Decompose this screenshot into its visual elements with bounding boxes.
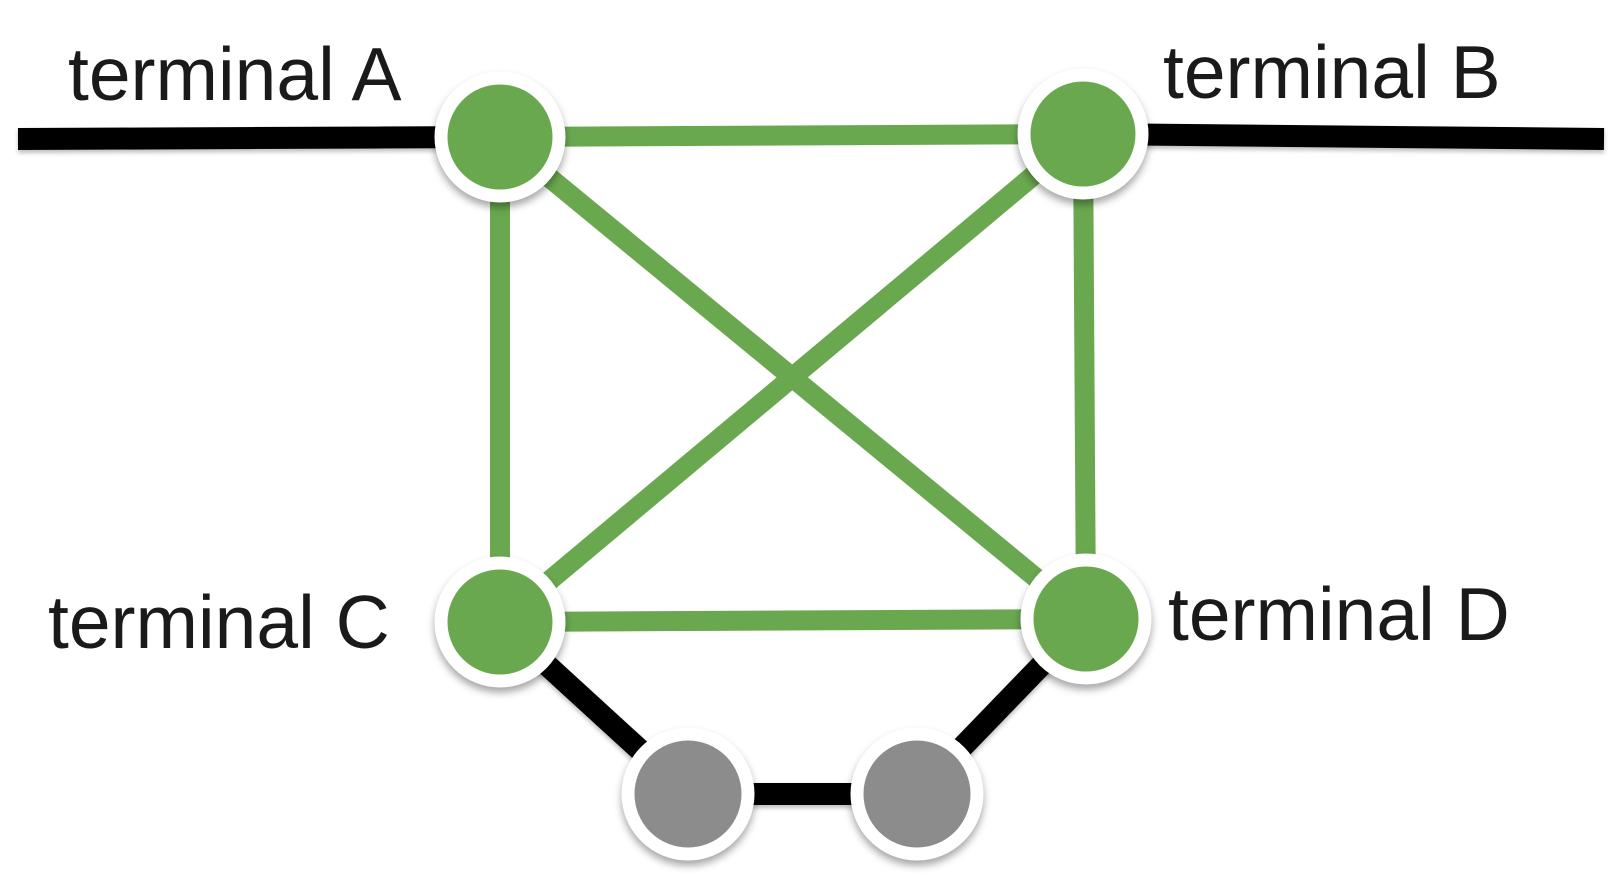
node-terminal-a bbox=[434, 71, 566, 203]
edge-a-b bbox=[499, 124, 1084, 147]
node-terminal-c bbox=[434, 556, 566, 688]
node-terminal-b bbox=[1017, 68, 1149, 200]
node-relay-1 bbox=[621, 727, 755, 861]
nodes-layer bbox=[434, 68, 1152, 861]
edge-b-c bbox=[493, 126, 1090, 630]
edges-layer bbox=[490, 124, 1096, 805]
terminal-wires-layer bbox=[17, 123, 1605, 150]
label-terminal-d: terminal D bbox=[1168, 572, 1510, 656]
node-relay-2 bbox=[850, 727, 984, 861]
wire-terminal-a bbox=[17, 126, 501, 150]
label-terminal-a: terminal A bbox=[68, 32, 401, 116]
label-terminal-b: terminal B bbox=[1163, 30, 1501, 114]
wire-terminal-b bbox=[1082, 123, 1605, 150]
edge-b-d bbox=[1073, 133, 1096, 620]
label-terminal-c: terminal C bbox=[48, 580, 390, 664]
node-terminal-d bbox=[1020, 553, 1152, 685]
edge-c-d bbox=[499, 609, 1087, 632]
labels-layer: terminal A terminal B terminal C termina… bbox=[48, 30, 1510, 664]
